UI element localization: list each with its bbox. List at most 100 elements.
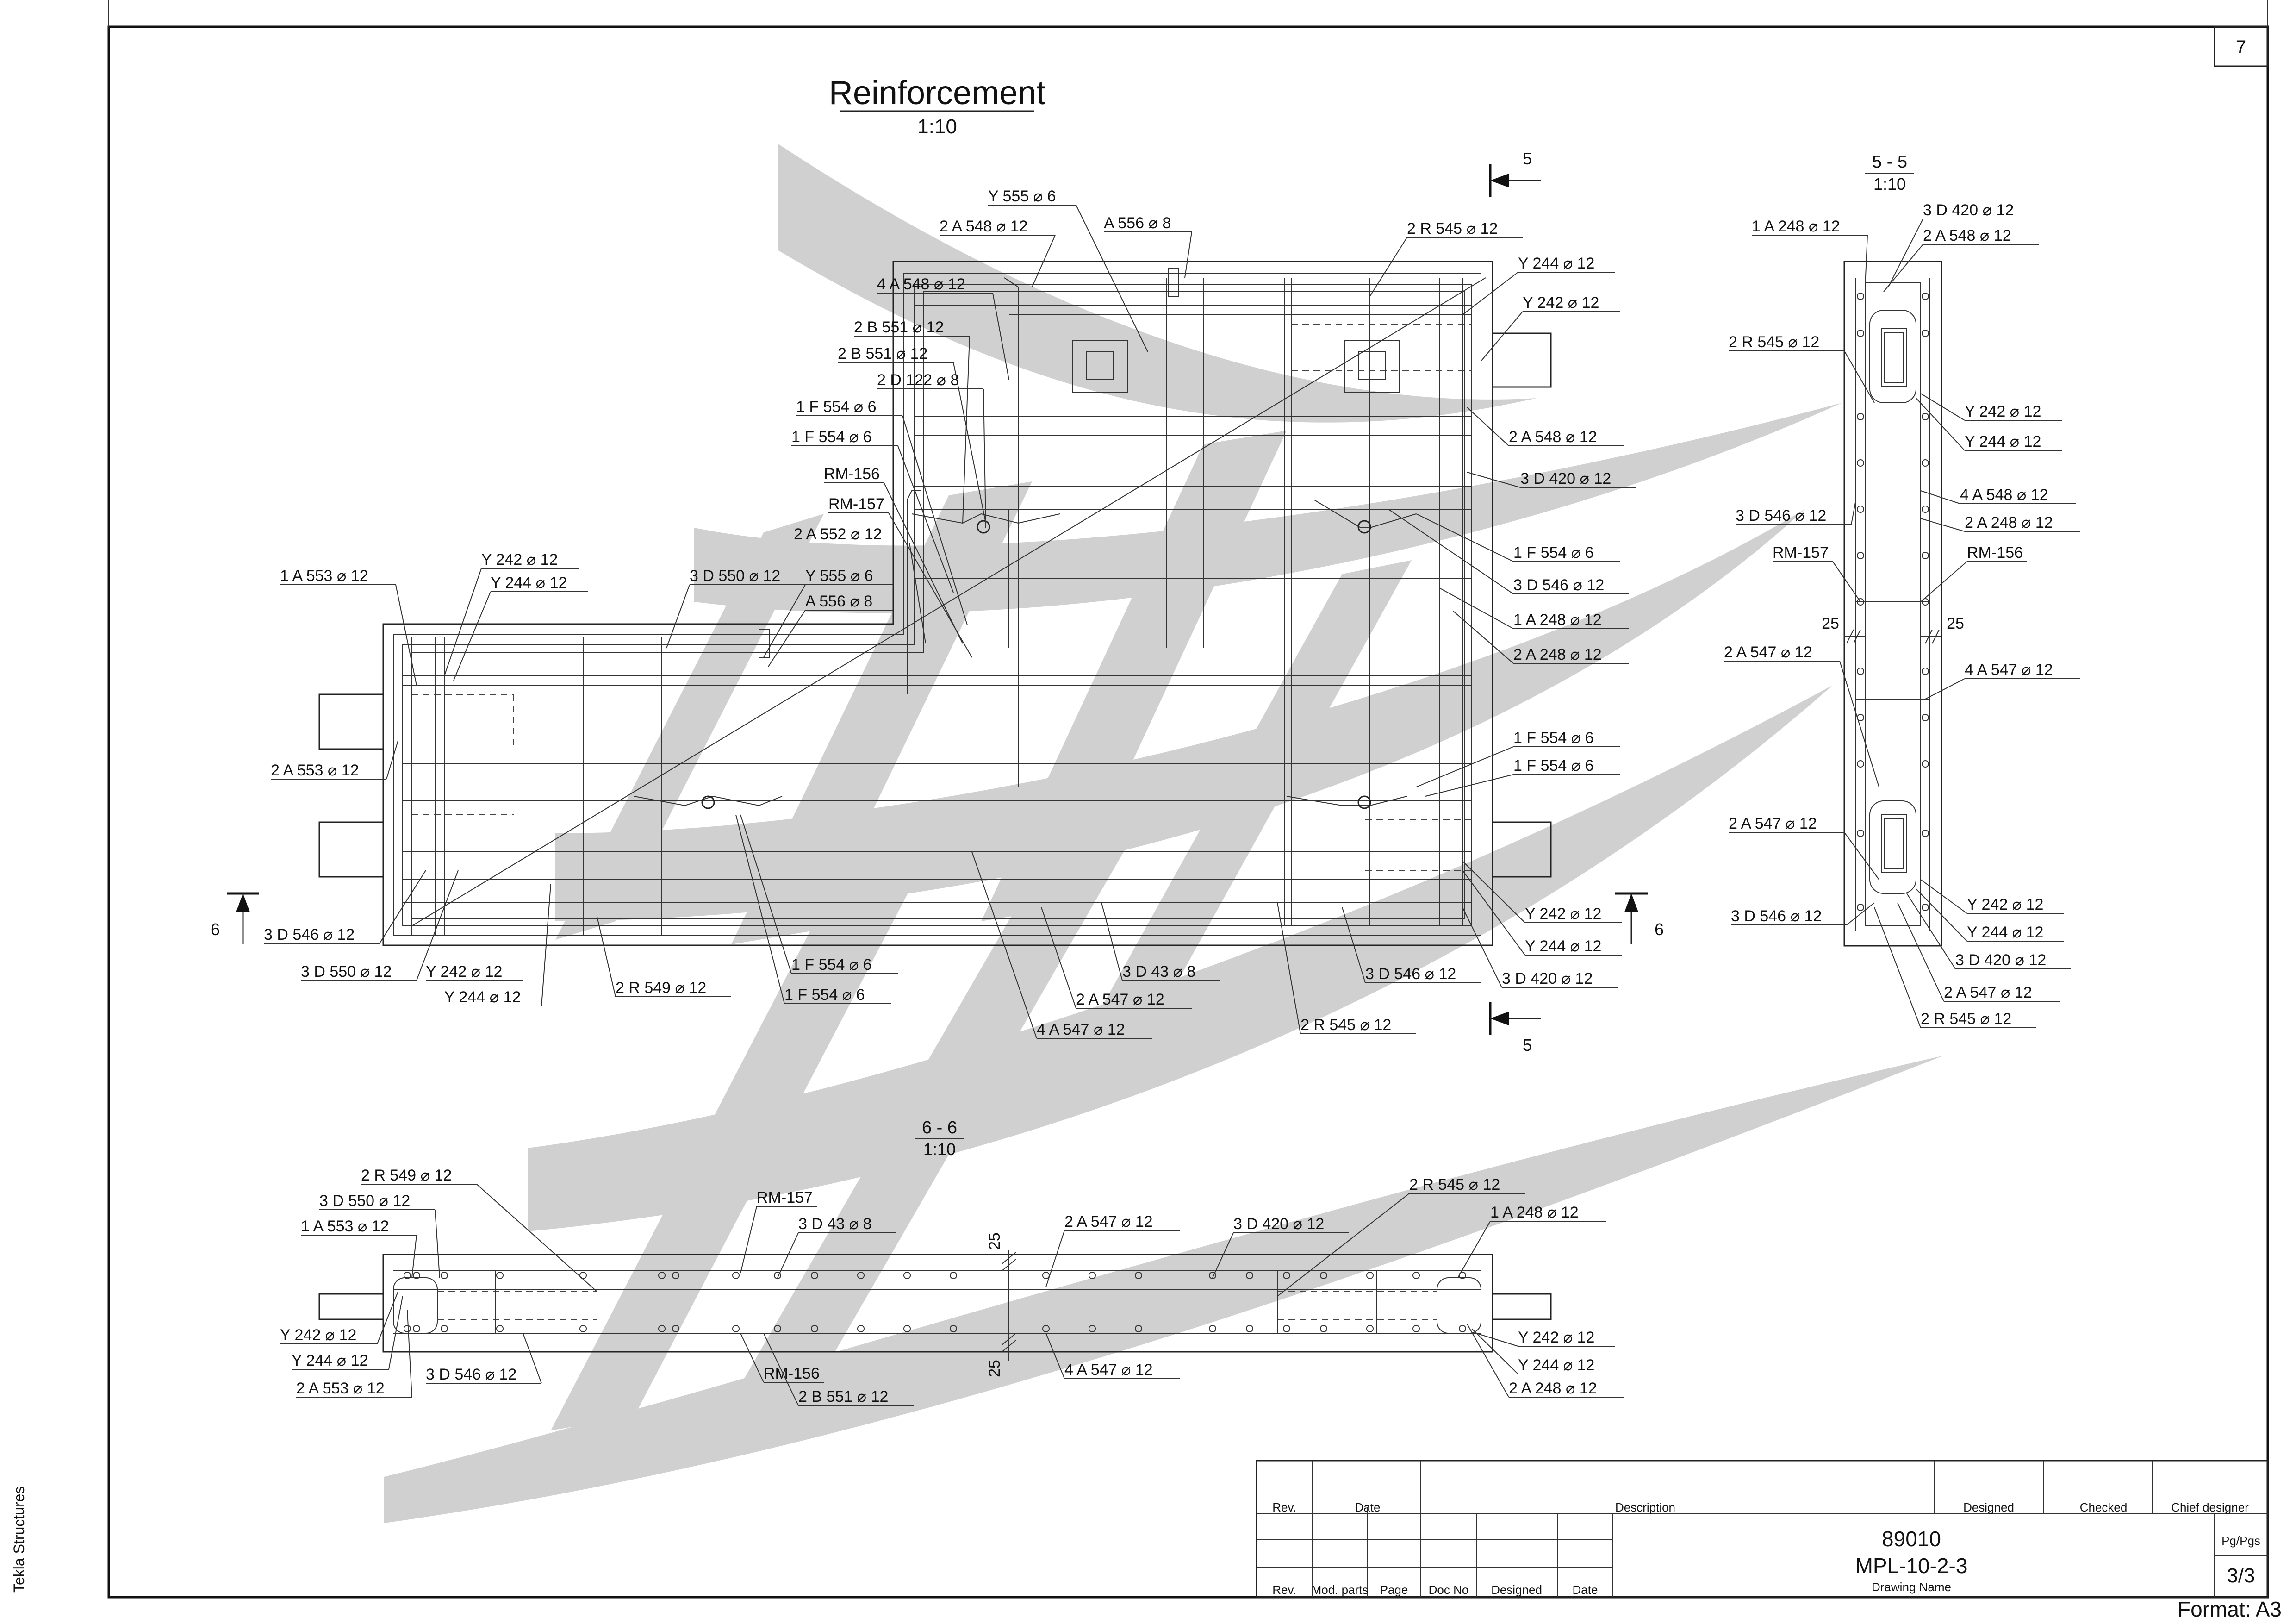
section-66-rebar-leader-line bbox=[740, 1206, 757, 1274]
main-rebar-label: 2 A 552 ⌀ 12 bbox=[794, 525, 882, 543]
section-55-rebar-leader-line bbox=[1920, 490, 1960, 504]
rebar-dot bbox=[1246, 1325, 1253, 1332]
section-55-rebar-leader-line bbox=[1920, 393, 1965, 421]
main-rebar-label: 2 R 549 ⌀ 12 bbox=[616, 979, 706, 997]
main-rebar-label: Y 244 ⌀ 12 bbox=[1518, 255, 1594, 272]
main-rebar-label: 2 R 545 ⌀ 12 bbox=[1300, 1016, 1391, 1034]
section-66-rebar-leader-line bbox=[1045, 1333, 1065, 1379]
section-marker-5-bottom: 5 bbox=[1489, 1002, 1541, 1055]
section-66-rebar-label: 2 A 553 ⌀ 12 bbox=[296, 1380, 385, 1397]
tb-rev-2: Rev. bbox=[1272, 1583, 1296, 1597]
main-rebar-lines bbox=[403, 268, 1486, 935]
rebar-dot bbox=[774, 1325, 781, 1332]
main-rebar-label: Y 555 ⌀ 6 bbox=[988, 187, 1056, 205]
main-rebar-leader-line bbox=[1416, 513, 1514, 562]
main-rebar-leader-line bbox=[1388, 509, 1514, 594]
cover-dim-right: 25 bbox=[1947, 615, 1964, 632]
section-66-outline: 25 25 bbox=[318, 1232, 1552, 1377]
main-rebar-label: 3 D 546 ⌀ 12 bbox=[264, 926, 355, 943]
rebar-dot bbox=[1320, 1272, 1327, 1279]
section-66-rebar-label: 3 D 43 ⌀ 8 bbox=[798, 1215, 871, 1233]
main-rebar-label: 1 F 554 ⌀ 6 bbox=[784, 986, 865, 1004]
rebar-dot bbox=[732, 1272, 740, 1279]
section-66-rebar-leader-line bbox=[435, 1209, 440, 1278]
main-rebar-leader-line bbox=[395, 584, 417, 686]
section-55-rebar-label: 4 A 548 ⌀ 12 bbox=[1960, 486, 2048, 504]
main-rebar-leader-line bbox=[1481, 311, 1523, 362]
section-66-rebar-label: 2 B 551 ⌀ 12 bbox=[798, 1388, 888, 1405]
main-rebar-leader-line bbox=[1467, 407, 1509, 446]
section-55-rebar-leader-line bbox=[1920, 879, 1967, 914]
section-66-rebar-leader-line bbox=[763, 1333, 799, 1406]
rebar-dot bbox=[1089, 1325, 1096, 1332]
main-rebar-label: 1 F 554 ⌀ 6 bbox=[791, 956, 872, 974]
section-55-rebar-leader-line bbox=[1844, 832, 1879, 880]
rebar-dot bbox=[413, 1272, 420, 1279]
section-55-rebar-leader-line bbox=[1851, 500, 1856, 525]
main-rebar-leader-line bbox=[1342, 907, 1366, 983]
main-rebar-label: 3 D 546 ⌀ 12 bbox=[1365, 965, 1456, 983]
main-rebar-leader-line bbox=[444, 568, 482, 676]
section-55-rebar-leader-line bbox=[1916, 398, 1965, 451]
tb-designed: Designed bbox=[1963, 1500, 2014, 1514]
section-55-rebar-label: 3 D 546 ⌀ 12 bbox=[1736, 507, 1826, 525]
tb-pg-pgs-label: Pg/Pgs bbox=[2221, 1534, 2260, 1548]
section-55-rebar-leader-line bbox=[1883, 244, 1923, 292]
main-rebar-label: RM-157 bbox=[828, 495, 884, 513]
main-rebar-leader-line bbox=[1462, 861, 1525, 923]
main-rebar-label: Y 242 ⌀ 12 bbox=[1525, 905, 1601, 923]
main-rebar-leader-line bbox=[971, 851, 1037, 1039]
svg-text:6: 6 bbox=[1655, 920, 1664, 939]
main-rebar-label: 4 A 548 ⌀ 12 bbox=[877, 275, 965, 293]
main-rebar-leader-line bbox=[416, 870, 459, 981]
main-rebar-leader-line bbox=[541, 884, 551, 1006]
rebar-dot bbox=[1922, 830, 1929, 837]
section-55-rebar-leader-line bbox=[1920, 518, 1965, 532]
section-66-rebar-leader-line bbox=[1457, 1221, 1491, 1278]
rebar-dot bbox=[1922, 668, 1929, 675]
main-rebar-leader-line bbox=[1439, 587, 1514, 629]
main-rebar-leader-line bbox=[453, 591, 491, 681]
section-66-title: 6 - 6 bbox=[922, 1118, 957, 1137]
main-rebar-leader-line bbox=[386, 740, 398, 780]
rebar-dot bbox=[774, 1272, 781, 1279]
side-label: Tekla Structures bbox=[11, 1487, 27, 1593]
main-rebar-leader-line bbox=[740, 814, 792, 974]
section-66-rebar-leader-line bbox=[1471, 1328, 1518, 1374]
main-rebar-label: 1 F 554 ⌀ 6 bbox=[1513, 544, 1594, 562]
rebar-dot bbox=[1283, 1272, 1290, 1279]
section-66-bar-dots bbox=[404, 293, 1929, 1332]
rebar-dot bbox=[1857, 330, 1864, 337]
main-rebar-label: Y 242 ⌀ 12 bbox=[481, 551, 558, 568]
main-rebar-label: 2 B 551 ⌀ 12 bbox=[854, 319, 944, 336]
rebar-dot bbox=[857, 1272, 865, 1279]
main-rebar-leader-line bbox=[1369, 237, 1407, 297]
section-66-rebar-leader-line bbox=[1467, 1324, 1509, 1398]
rebar-dot bbox=[1135, 1272, 1142, 1279]
rebar-dot bbox=[950, 1325, 957, 1332]
main-rebar-label: RM-156 bbox=[824, 465, 880, 483]
section-55-rebar-label: 2 A 547 ⌀ 12 bbox=[1724, 643, 1812, 661]
section-55-rebar-label: Y 242 ⌀ 12 bbox=[1965, 403, 2041, 420]
section-66-rebar-label: 4 A 547 ⌀ 12 bbox=[1064, 1361, 1153, 1379]
title-block bbox=[1256, 1460, 2269, 1598]
rebar-dot bbox=[1922, 506, 1929, 513]
main-rebar-label: 1 A 248 ⌀ 12 bbox=[1513, 611, 1602, 629]
section-55-rebar-leader-line bbox=[1906, 893, 1956, 969]
section-55-rebar-leader-line bbox=[1844, 350, 1875, 403]
main-rebar-leader-line bbox=[983, 388, 986, 528]
rebar-dot bbox=[1922, 293, 1929, 300]
main-rebar-label: 2 A 548 ⌀ 12 bbox=[940, 218, 1028, 235]
main-rebar-label: 3 D 43 ⌀ 8 bbox=[1122, 963, 1195, 981]
rebar-dot bbox=[496, 1272, 504, 1279]
section-66-rebar-label: Y 244 ⌀ 12 bbox=[1518, 1356, 1594, 1374]
section-66-rebar-leader-line bbox=[1045, 1230, 1065, 1287]
rebar-dot bbox=[1857, 506, 1864, 513]
main-rebar-label: 1 F 554 ⌀ 6 bbox=[1513, 729, 1594, 747]
main-rebar-leader-line bbox=[897, 445, 954, 593]
rebar-dot bbox=[1209, 1272, 1216, 1279]
rebar-dot bbox=[1459, 1325, 1466, 1332]
rebar-dot bbox=[658, 1272, 666, 1279]
